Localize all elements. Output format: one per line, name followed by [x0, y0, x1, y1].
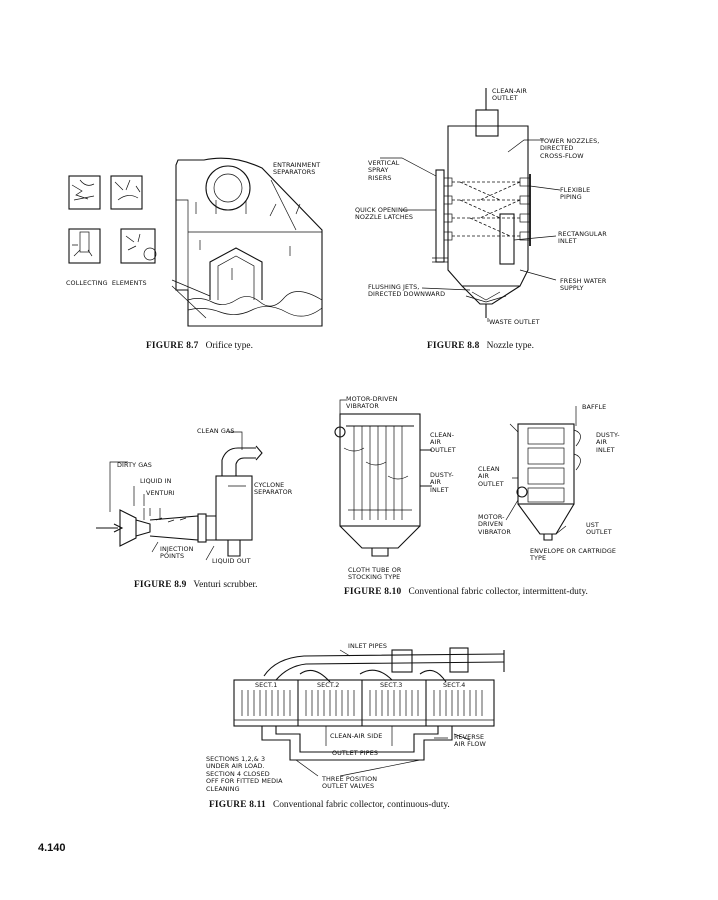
label-clean-gas: CLEAN GAS: [197, 427, 235, 435]
label-three-position-outlet-valves: THREE POSITION OUTLET VALVES: [322, 775, 378, 791]
label-clean-air-side: CLEAN-AIR SIDE: [330, 732, 383, 740]
label-liquid-in: LIQUID IN: [140, 477, 172, 485]
nozzle-tower: [432, 88, 529, 318]
label-venturi: VENTURI: [146, 489, 175, 497]
envelope-cartridge-collector: [509, 423, 581, 541]
label-sect-4: SECT.4: [443, 681, 466, 689]
orifice-scrubber-housing: [171, 157, 323, 327]
label-collecting-elements: COLLECTING ELEMENTS: [66, 279, 147, 287]
label-clean-air-outlet: CLEAN-AIR OUTLET: [492, 87, 527, 103]
collecting-element-4: [120, 228, 157, 264]
label-cyclone-separator: CYCLONE SEPARATOR: [254, 481, 293, 497]
label-dusty-air-inlet: DUSTY- AIR INLET: [430, 471, 454, 494]
figure-caption: Nozzle type.: [486, 341, 534, 351]
label-dusty-air-inlet-2: DUSTY- AIR INLET: [596, 431, 620, 454]
caption-figure-8-11: FIGURE 8.11 Conventional fabric collecto…: [209, 800, 450, 810]
label-cloth-tube: CLOTH TUBE OR STOCKING TYPE: [348, 566, 402, 582]
label-motor-driven-vibrator-2: MOTOR- DRIVEN VIBRATOR: [478, 513, 511, 536]
caption-figure-8-8: FIGURE 8.8 Nozzle type.: [427, 341, 534, 351]
collecting-element-3: [68, 228, 101, 264]
label-entrainment-separators: ENTRAINMENT SEPARATORS: [273, 161, 321, 177]
venturi-scrubber: [96, 445, 263, 557]
label-flushing-jets: FLUSHING JETS, DIRECTED DOWNWARD: [368, 283, 446, 299]
label-rectangular-inlet: RECTANGULAR INLET: [558, 230, 607, 246]
label-fresh-water-supply: FRESH WATER SUPPLY: [560, 277, 607, 293]
figure-caption: Orifice type.: [205, 341, 253, 351]
label-clean-air-outlet: CLEAN- AIR OUTLET: [430, 431, 456, 454]
label-envelope-cartridge: ENVELOPE OR CARTRIDGE TYPE: [530, 547, 617, 563]
label-dirty-gas: DIRTY GAS: [117, 461, 152, 469]
label-baffle: BAFFLE: [582, 403, 607, 411]
label-reverse-air-flow: REVERSE AIR FLOW: [454, 733, 486, 749]
label-dust-outlet: UST OUTLET: [586, 521, 612, 537]
outlet-pipes: [261, 726, 471, 761]
label-waste-outlet: WASTE OUTLET: [489, 318, 540, 326]
figure-caption: Conventional fabric collector, intermitt…: [408, 587, 588, 597]
collecting-element-1: [68, 175, 101, 210]
label-flexible-piping: FLEXIBLE PIPING: [560, 186, 591, 202]
figure-number: FIGURE 8.7: [146, 341, 199, 351]
label-injection-points: INJECTION POINTS: [160, 545, 194, 561]
page-number: 4.140: [38, 842, 66, 854]
figure-caption: Venturi scrubber.: [193, 580, 258, 590]
label-sect-2: SECT.2: [317, 681, 340, 689]
label-outlet-pipes: OUTLET PIPES: [332, 749, 379, 757]
collecting-element-2: [110, 175, 143, 210]
cloth-tube-collector: [334, 413, 432, 557]
figure-number: FIGURE 8.10: [344, 587, 402, 597]
figure-number: FIGURE 8.8: [427, 341, 480, 351]
label-quick-opening-nozzle-latches: QUICK OPENING NOZZLE LATCHES: [355, 206, 414, 222]
caption-figure-8-7: FIGURE 8.7 Orifice type.: [146, 341, 253, 351]
label-inlet-pipes: INLET PIPES: [348, 642, 387, 650]
label-sections-note: SECTIONS 1,2,& 3 UNDER AIR LOAD. SECTION…: [206, 755, 283, 793]
label-sect-1: SECT.1: [255, 681, 278, 689]
label-clean-air-outlet-2: CLEAN AIR OUTLET: [478, 465, 504, 488]
figure-caption: Conventional fabric collector, continuou…: [272, 800, 450, 810]
label-vertical-spray-risers: VERTICAL SPRAY RISERS: [368, 159, 400, 182]
collector-housing: [233, 679, 495, 727]
label-tower-nozzles: TOWER NOZZLES, DIRECTED CROSS-FLOW: [540, 137, 600, 160]
label-liquid-out: LIQUID OUT: [212, 557, 251, 565]
label-motor-driven-vibrator: MOTOR-DRIVEN VIBRATOR: [346, 395, 398, 411]
label-sect-3: SECT.3: [380, 681, 403, 689]
figure-number: FIGURE 8.9: [134, 580, 187, 590]
caption-figure-8-10: FIGURE 8.10 Conventional fabric collecto…: [344, 587, 588, 597]
inlet-pipes: [263, 647, 505, 683]
figure-number: FIGURE 8.11: [209, 800, 266, 810]
caption-figure-8-9: FIGURE 8.9 Venturi scrubber.: [134, 580, 257, 590]
